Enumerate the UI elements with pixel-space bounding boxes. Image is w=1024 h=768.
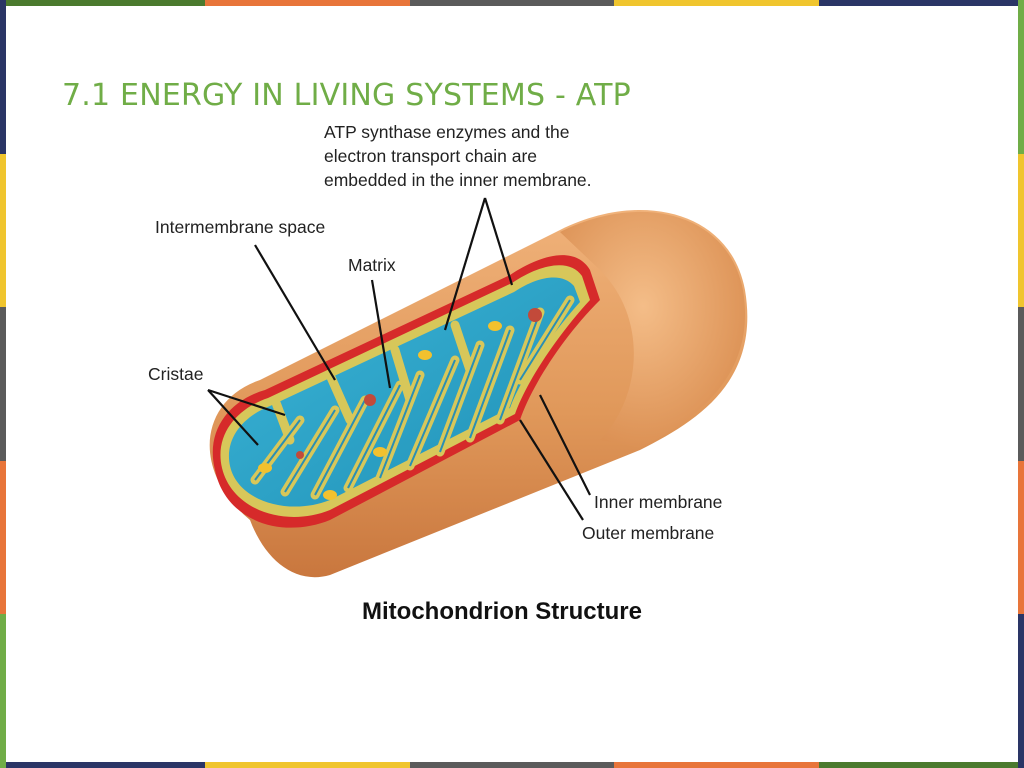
slide-title: 7.1 ENERGY IN LIVING SYSTEMS - ATP [62,78,631,113]
cristae-fold-detail [254,299,571,496]
matrix-granules [258,308,542,500]
frame-left [0,0,6,768]
label-atp-synthase-line1: ATP synthase enzymes and the [324,122,569,142]
label-outer-membrane: Outer membrane [582,523,714,543]
label-cristae: Cristae [148,364,203,384]
frame-top [0,0,1024,6]
label-atp-synthase-line3: embedded in the inner membrane. [324,170,592,190]
label-matrix: Matrix [348,255,396,275]
label-intermembrane-space: Intermembrane space [155,217,325,237]
label-atp-synthase-line2: electron transport chain are [324,146,537,166]
frame-right [1018,0,1024,768]
frame-bottom [0,762,1024,768]
diagram-caption: Mitochondrion Structure [362,598,642,625]
label-inner-membrane: Inner membrane [594,492,722,512]
leader-lines [207,197,591,521]
